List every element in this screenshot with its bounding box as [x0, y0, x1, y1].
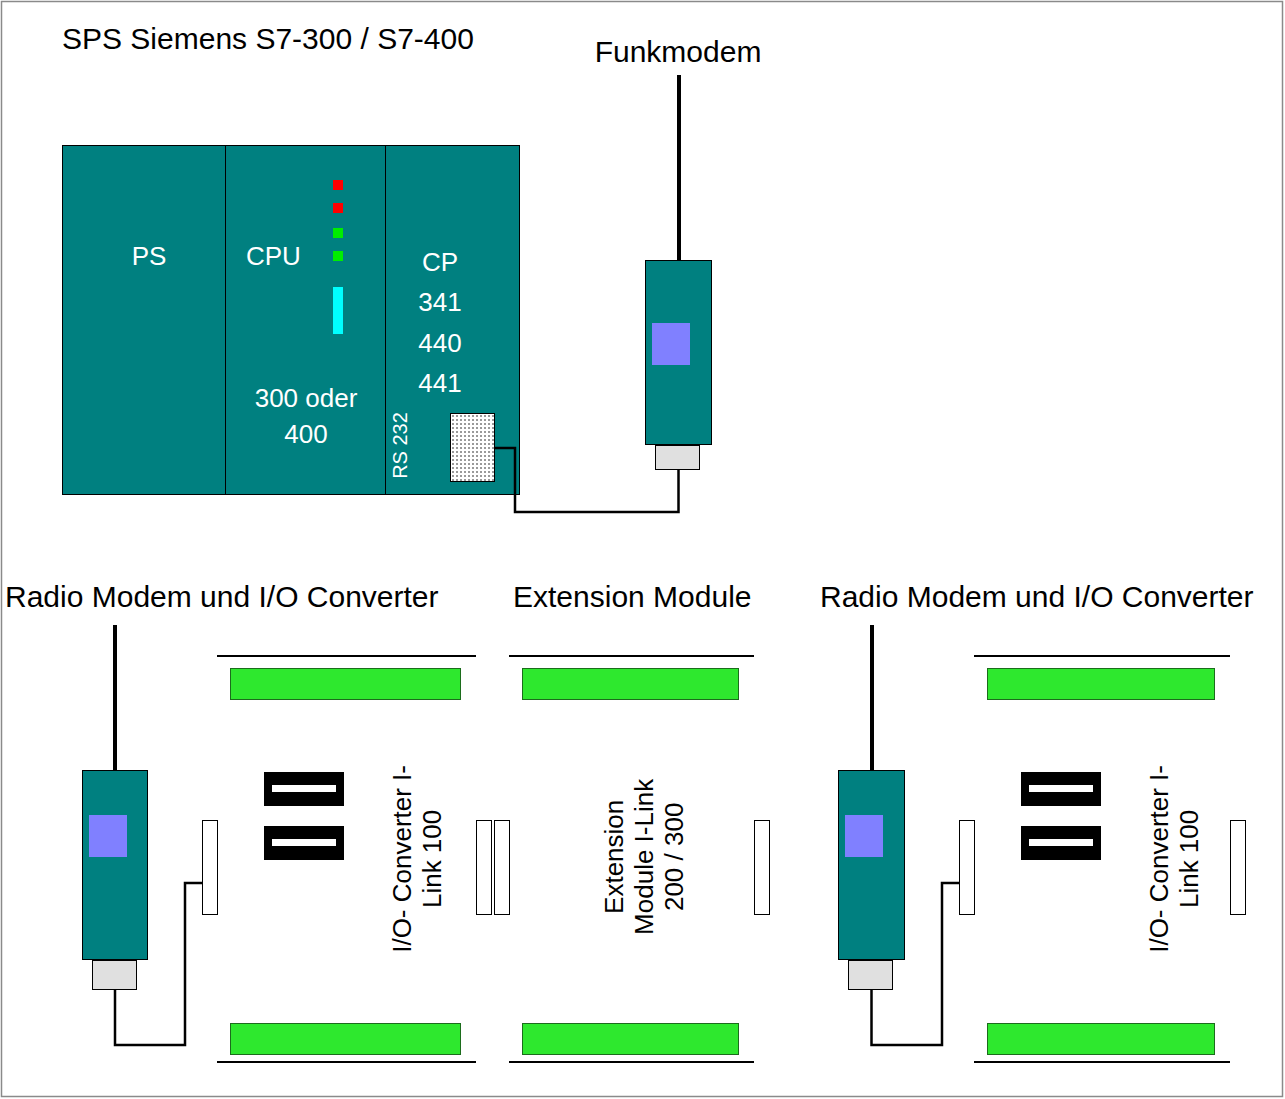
- antenna: [870, 625, 874, 770]
- modem-display: [89, 815, 127, 857]
- device-heading: Extension Module: [513, 580, 751, 615]
- modem-display: [845, 815, 883, 857]
- terminal-strip: [522, 668, 739, 700]
- rail-line: [509, 1061, 754, 1063]
- modem-connector: [848, 960, 893, 990]
- antenna: [113, 625, 117, 770]
- rail-line: [217, 655, 476, 657]
- device-label: I/O- Converter I-Link 100: [1144, 762, 1204, 957]
- side-tab: [1230, 820, 1246, 915]
- terminal-strip: [230, 1023, 461, 1055]
- side-tab: [754, 820, 770, 915]
- modem-display: [652, 323, 690, 365]
- rail-line: [217, 1061, 476, 1063]
- status-led: [333, 228, 343, 238]
- io-converter: I/O- Converter I-Link 100: [975, 638, 1231, 1080]
- cable: [515, 470, 679, 512]
- modem-body: [82, 770, 148, 960]
- rail-line: [974, 655, 1230, 657]
- modem-connector: [655, 445, 700, 470]
- power-supply-module: PS: [62, 145, 226, 495]
- usb-slot: [1029, 839, 1093, 846]
- usb-slot: [272, 839, 336, 846]
- plc-rack: PSCPU300 oder 400CP 341 440 441RS 232SPS…: [62, 145, 520, 495]
- cpu-module: CPU 300 oder 400: [225, 145, 386, 495]
- side-tab: [959, 820, 975, 915]
- status-led: [333, 251, 343, 261]
- status-led: [333, 180, 343, 190]
- modem-connector: [92, 960, 137, 990]
- device-heading: Funkmodem: [595, 35, 762, 70]
- usb-slot: [272, 785, 336, 792]
- rail-line: [974, 1061, 1230, 1063]
- side-tab: [202, 820, 218, 915]
- status-led: [333, 203, 343, 213]
- mode-indicator: [333, 287, 343, 334]
- port-label: RS 232: [389, 412, 412, 479]
- antenna: [677, 75, 681, 260]
- extension-module: Extension ModuleExtension Module I-Link …: [510, 638, 755, 1080]
- radio-modem: Funkmodem: [645, 260, 712, 470]
- module-label: CP 341 440 441: [410, 242, 470, 403]
- cpu-type: 300 oder 400: [241, 380, 371, 453]
- rs232-connector: [450, 413, 495, 482]
- communication-processor: CP 341 440 441 RS 232: [385, 145, 520, 495]
- usb-slot: [1029, 785, 1093, 792]
- device-label: I/O- Converter I-Link 100: [387, 762, 447, 957]
- device-heading: Radio Modem und I/O Converter: [5, 580, 439, 615]
- rack-heading: SPS Siemens S7-300 / S7-400: [62, 22, 474, 57]
- radio-modem: Radio Modem und I/O Converter: [838, 770, 905, 990]
- rail-line: [509, 655, 754, 657]
- device-heading: Radio Modem und I/O Converter: [820, 580, 1254, 615]
- terminal-strip: [230, 668, 461, 700]
- terminal-strip: [522, 1023, 739, 1055]
- io-converter: I/O- Converter I-Link 100: [218, 638, 477, 1080]
- module-label: CPU: [246, 242, 301, 272]
- module-label: PS: [132, 242, 167, 272]
- side-tab: [476, 820, 492, 915]
- terminal-strip: [987, 1023, 1215, 1055]
- radio-modem: Radio Modem und I/O Converter: [82, 770, 148, 990]
- side-tab: [494, 820, 510, 915]
- terminal-strip: [987, 668, 1215, 700]
- modem-body: [838, 770, 905, 960]
- device-label: Extension Module I-Link 200 / 300: [599, 759, 689, 954]
